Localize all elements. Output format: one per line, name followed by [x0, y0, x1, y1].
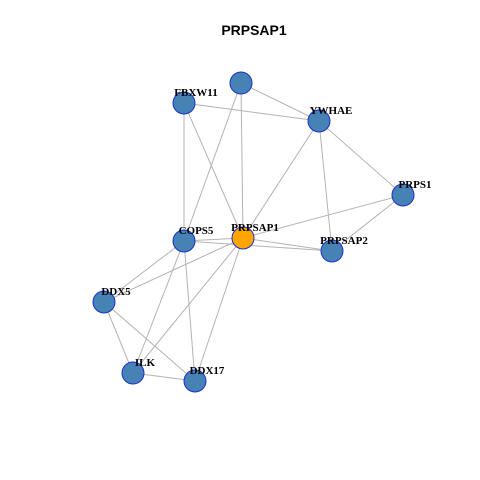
edge-ddx5-ddx17	[103, 301, 196, 382]
node-layer	[92, 71, 415, 393]
diagram-title: PRPSAP1	[221, 22, 287, 38]
edge-prpsap1-ddx17	[194, 237, 244, 382]
node-fbxw11	[172, 91, 196, 115]
node-cops5	[172, 229, 196, 253]
edge-cops5-ilk	[132, 240, 185, 374]
edge-prpsap1-ilk	[132, 237, 244, 374]
node-label-ywhae: YWHAE	[310, 105, 353, 117]
node-ywhae	[307, 109, 331, 133]
node-prpsap1	[231, 226, 255, 250]
node-label-cops5: COPS5	[179, 225, 214, 237]
node-label-prpsap2: PRPSAP2	[320, 235, 368, 247]
node-ilk	[121, 361, 145, 385]
node-ddx5	[92, 290, 116, 314]
edge-cops5-prpsap2	[183, 240, 333, 252]
node-prps1	[391, 183, 415, 207]
node-ddx17	[183, 369, 207, 393]
edge-ywhae-prps1	[318, 120, 404, 196]
edge-unlabeled-ywhae	[240, 82, 320, 122]
edge-prpsap1-prpsap2	[242, 237, 333, 252]
node-label-ddx5: DDX5	[101, 286, 131, 298]
node-label-ddx17: DDX17	[190, 365, 225, 377]
edge-ywhae-prpsap1	[242, 120, 320, 239]
edge-prps1-prpsap1	[242, 194, 404, 239]
edge-fbxw11-ywhae	[183, 102, 320, 122]
edge-cops5-ddx17	[183, 240, 196, 382]
node-label-fbxw11: FBXW11	[174, 87, 217, 99]
edge-unlabeled-prpsap1	[240, 82, 244, 239]
node-label-prpsap1: PRPSAP1	[231, 222, 279, 234]
edge-cops5-ddx5	[103, 240, 185, 303]
edge-prps1-prpsap2	[331, 194, 404, 252]
edge-ddx5-ilk	[103, 301, 134, 374]
edge-prpsap1-ddx5	[103, 237, 244, 303]
node-unlabeled	[229, 71, 253, 95]
edge-fbxw11-prpsap1	[183, 102, 244, 239]
edge-ywhae-prpsap2	[318, 120, 333, 252]
node-prpsap2	[320, 239, 344, 263]
node-label-ilk: ILK	[135, 357, 156, 369]
node-label-prps1: PRPS1	[399, 179, 432, 191]
